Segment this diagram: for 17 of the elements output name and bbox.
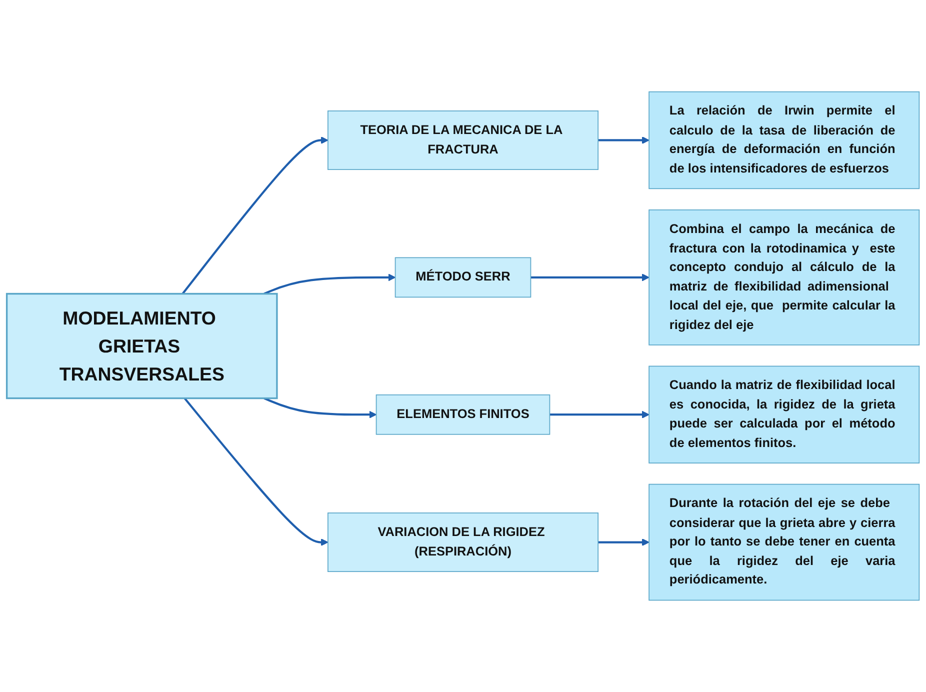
node-box: MODELAMIENTO GRIETAS TRANSVERSALES	[6, 292, 278, 400]
node-box: La relación de Irwin permite el calculo de la tasa de liberación de energía de deformación en función de los intensificadores de esfuerzos	[648, 91, 920, 190]
node-box: Durante la rotación del eje se debe considerar que la grieta abre y cierra por lo tanto se debe tener en cuenta que la rigidez del eje varia periódicamente.	[648, 484, 920, 601]
arrow	[530, 274, 650, 282]
arrow	[184, 398, 328, 546]
arrow	[264, 397, 377, 418]
arrow	[598, 538, 650, 546]
arrow	[550, 410, 650, 418]
node-box: ELEMENTOS FINITOS	[376, 394, 550, 435]
node-box: Combina el campo la mecánica de fractura con la rotodinamica y este concepto condujo al cálculo de la matriz de flexibilidad adimensional local del eje, que permite calcular la rigidez del eje	[648, 209, 920, 346]
arrow	[598, 136, 650, 144]
node-box: VARIACION DE LA RIGIDEZ (RESPIRACIÓN)	[328, 512, 598, 572]
node-box: MÉTODO SERR	[394, 257, 532, 298]
arrow	[182, 136, 328, 294]
node-box: TEORIA DE LA MECANICA DE LA FRACTURA	[328, 110, 598, 170]
node-box: Cuando la matriz de flexibilidad local es conocida, la rigidez de la grieta puede ser calculada por el método de elementos finitos.	[648, 366, 920, 464]
arrow	[264, 274, 396, 295]
